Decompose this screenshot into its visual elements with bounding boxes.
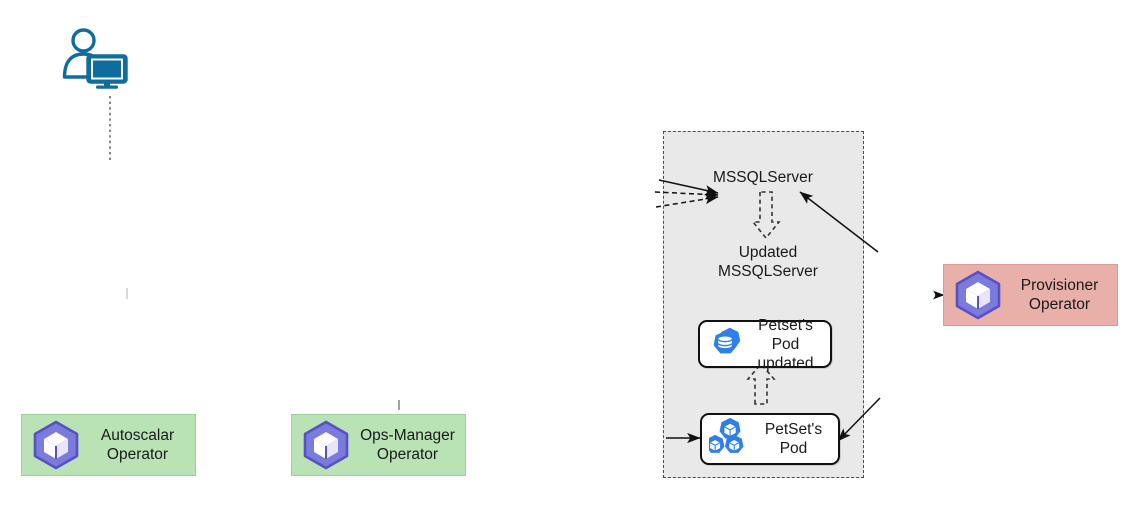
statefulset-database-icon (707, 323, 745, 366)
edge-provisioner-to-mssqlserver (799, 191, 879, 253)
operator-cube-icon (30, 419, 82, 471)
resource-label: PetSet's Pod (764, 421, 823, 457)
resource-label-updated-mssqlserver: Updated MSSQLServer (718, 244, 818, 280)
operator-label: Autoscalar Operator (100, 427, 175, 463)
edge-provisioner-to-petset-pod (837, 397, 881, 442)
resource-card-petset-pod[interactable]: PetSet's Pod (700, 413, 840, 465)
operator-card-autoscalar[interactable]: Autoscalar Operator (21, 414, 196, 476)
user-at-computer-icon (60, 28, 130, 90)
operator-cube-icon (300, 419, 352, 471)
resource-label: Petset's Pod updated (757, 316, 814, 372)
operator-label: Provisioner Operator (1020, 277, 1099, 313)
edge-petset-pod-to-updated-block-arrow (746, 362, 776, 405)
pod-cubes-icon (705, 416, 753, 463)
edge-operators-to-mssqlserver-dashed-a (654, 189, 719, 200)
operator-card-provisioner[interactable]: Provisioner Operator (943, 264, 1118, 326)
edge-operators-to-mssqlserver-dashed-b (655, 194, 719, 208)
operator-cube-icon (952, 269, 1004, 321)
edge-mssqlserver-to-updated-block-arrow (751, 191, 781, 240)
resource-card-petset-pod-updated[interactable]: Petset's Pod updated (698, 317, 832, 372)
operator-card-ops-manager[interactable]: Ops-Manager Operator (291, 414, 466, 476)
resource-label-mssqlserver: MSSQLServer (713, 169, 813, 186)
operator-label: Ops-Manager Operator (360, 427, 455, 463)
